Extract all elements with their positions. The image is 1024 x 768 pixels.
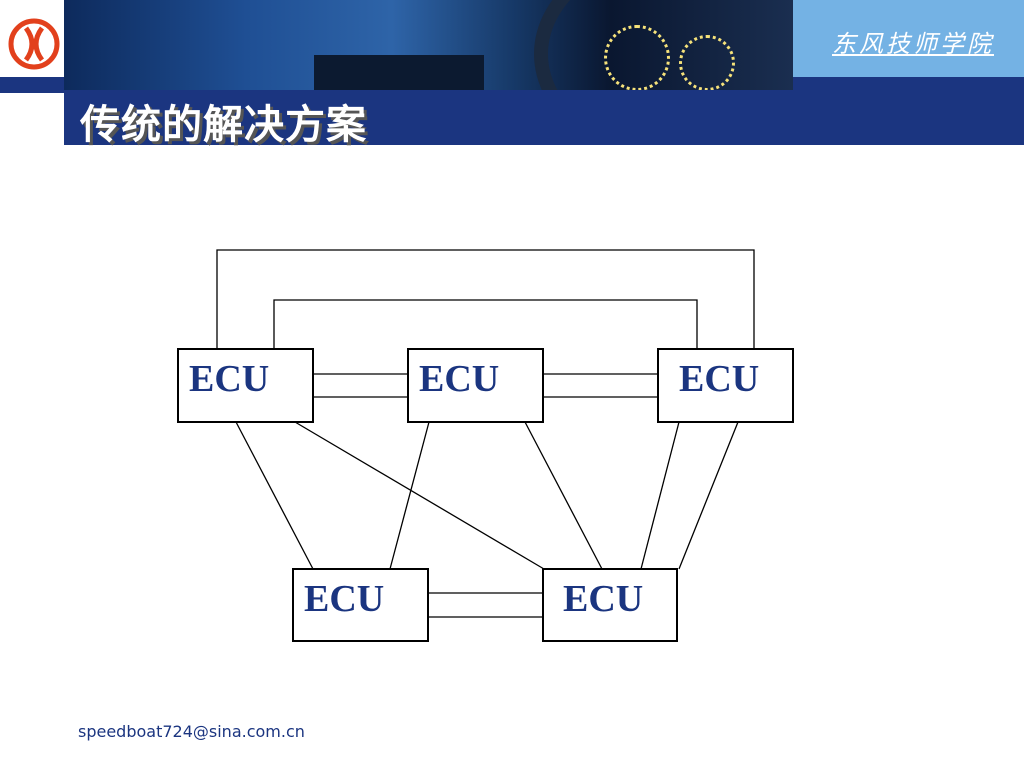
dashboard-photo: [64, 0, 793, 90]
footer-email: speedboat724@sina.com.cn: [78, 722, 305, 741]
dongfeng-logo: [8, 18, 60, 70]
page-title: 传统的解决方案: [80, 102, 367, 148]
connection-line: [640, 421, 680, 570]
connection-line: [216, 249, 755, 349]
ecu-label: ECU: [189, 358, 270, 400]
ecu-box: [407, 348, 544, 423]
connection-line: [524, 421, 603, 570]
ecu-box: [292, 568, 429, 642]
header-band: [793, 77, 1024, 90]
brand-name: 东风技师学院: [832, 30, 994, 58]
ecu-label: ECU: [563, 578, 644, 620]
ecu-label: ECU: [419, 358, 500, 400]
brand-box: 东风技师学院: [793, 0, 1024, 77]
connection-line: [235, 421, 314, 570]
connection-line: [389, 421, 430, 570]
connection-line: [678, 421, 739, 570]
connection-line: [294, 421, 545, 570]
ecu-box: [542, 568, 678, 642]
header-band: [0, 77, 64, 93]
ecu-box: [177, 348, 314, 423]
ecu-label: ECU: [304, 578, 385, 620]
ecu-box: [657, 348, 794, 423]
title-bar: 传统的解决方案: [64, 90, 1024, 148]
ecu-label: ECU: [679, 358, 760, 400]
connection-line: [273, 299, 698, 349]
